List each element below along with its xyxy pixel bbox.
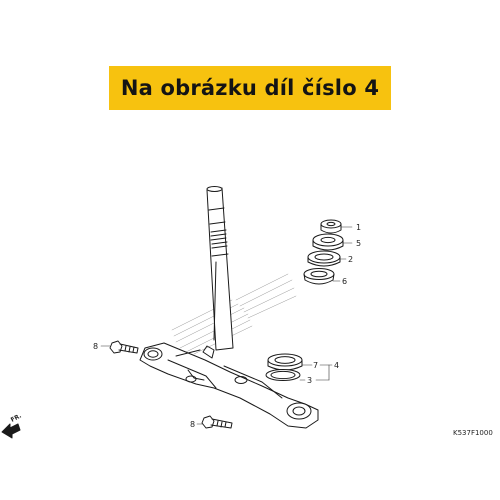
part-3-lower-race (265, 369, 301, 381)
part-8-bolt-upper (109, 340, 139, 354)
bottom-bridge (139, 342, 319, 429)
stem-shadow-hatching (171, 273, 297, 355)
front-direction-arrow-icon (1, 423, 21, 439)
part-number-banner: Na obrázku díl číslo 4 (109, 66, 391, 110)
callout-1: 1 (356, 223, 361, 232)
callout-8-lower: 8 (190, 420, 195, 429)
part-8-bolt-lower (201, 415, 233, 429)
callout-3: 3 (307, 376, 312, 385)
steering-stem (206, 186, 234, 351)
part-6-dust-seal (303, 268, 335, 285)
part-7-lower-bearing (267, 353, 303, 371)
callout-4: 4 (334, 361, 339, 370)
diagram-code: K537F1000 (453, 429, 493, 437)
part-2-steering-bearing (307, 250, 341, 267)
callout-8-upper: 8 (93, 342, 98, 351)
callout-7: 7 (313, 361, 318, 370)
banner-text: Na obrázku díl číslo 4 (120, 76, 380, 100)
callout-6: 6 (342, 277, 347, 286)
front-direction-label: FR. (10, 412, 23, 423)
part-1-lock-nut (320, 219, 342, 234)
leader-lines (100, 226, 353, 425)
callout-2: 2 (348, 255, 353, 264)
part-5-bearing-washer (312, 233, 344, 251)
callout-5: 5 (356, 239, 361, 248)
